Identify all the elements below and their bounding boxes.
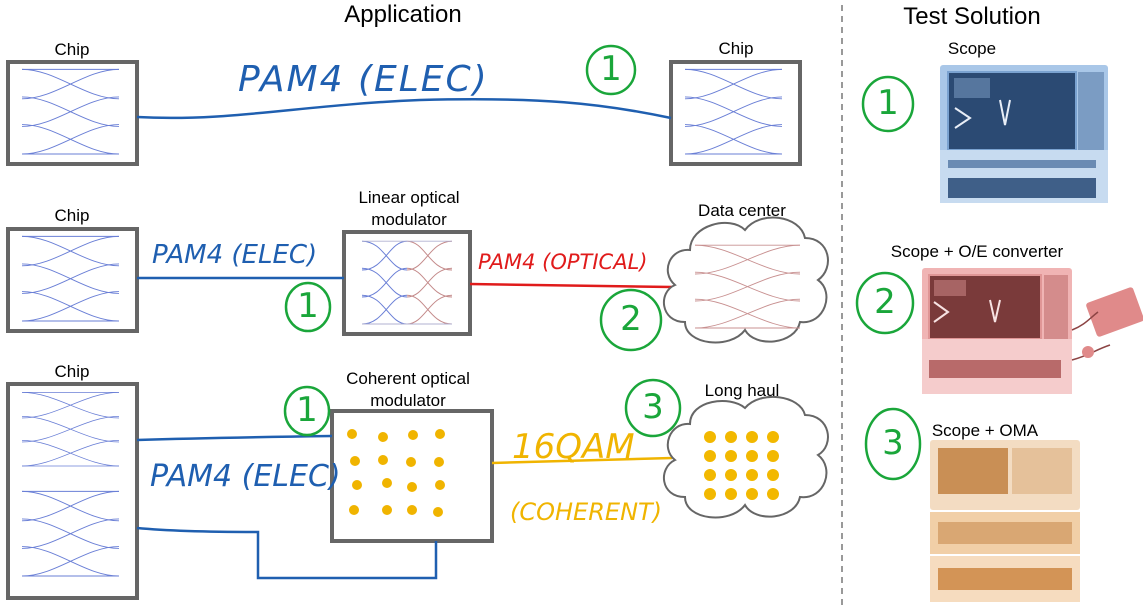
long-haul-cloud (662, 395, 829, 519)
pam4-optical-label: PAM4 (OPTICAL) (478, 250, 648, 274)
application-header: Application (344, 1, 462, 28)
number-1-top: 1 (600, 49, 622, 89)
chip-4-box (6, 382, 139, 600)
chip-1-box (6, 60, 139, 166)
ts-number-circle-2 (855, 271, 915, 335)
ts-number-1: 1 (877, 83, 899, 123)
scope-label: Scope (947, 39, 997, 58)
chip-3-box (6, 227, 139, 333)
pam4-elec-link-3 (136, 434, 333, 442)
coherent-link (491, 456, 673, 465)
ts-number-2: 2 (874, 282, 896, 322)
long-haul-label: Long haul (704, 381, 780, 400)
number-circle-mid-2 (599, 288, 663, 352)
data-center-cloud (662, 216, 829, 344)
pam4-elec-link-1 (136, 98, 672, 120)
ts-number-3: 3 (882, 423, 904, 463)
ts-number-circle-3 (864, 407, 922, 481)
number-2-mid: 2 (620, 299, 642, 339)
scope-oma-instrument-image (930, 440, 1080, 602)
number-circle-mid-1 (284, 281, 332, 333)
pam4-elec-label-2: PAM4 (ELEC) (152, 240, 318, 270)
coherent-modulator-label-2: modulator (370, 391, 446, 410)
data-center-label: Data center (698, 201, 786, 220)
number-1-mid: 1 (297, 286, 319, 326)
pam4-elec-return-link (136, 526, 438, 580)
chip-2-box (669, 60, 802, 166)
linear-modulator-box (342, 230, 472, 336)
coherent-modulator-label-1: Coherent optical (346, 369, 470, 388)
chip-4-label: Chip (54, 362, 90, 381)
scope-instrument-image (940, 65, 1108, 203)
pam4-elec-label-3: PAM4 (ELEC) (150, 459, 341, 494)
chip-3-label: Chip (54, 206, 90, 225)
number-circle-bot-1 (283, 385, 331, 437)
coherent-modulator-box (330, 409, 494, 543)
coherent-label: (COHERENT) (510, 498, 663, 526)
test-solution-header: Test Solution (903, 3, 1041, 30)
chip-1-label: Chip (54, 40, 90, 59)
scope-oe-instrument-image (922, 268, 1143, 394)
number-circle-bot-3 (624, 378, 682, 438)
linear-modulator-label-1: Linear optical (358, 188, 460, 207)
number-1-bot: 1 (296, 390, 318, 430)
scope-oma-label: Scope + OMA (931, 421, 1039, 440)
ts-number-circle-1 (861, 75, 915, 133)
qam-label: 16QAM (512, 427, 635, 467)
pam4-optical-link (469, 282, 673, 289)
linear-modulator-label-2: modulator (371, 210, 447, 229)
number-circle-top (585, 44, 637, 96)
chip-2-label: Chip (718, 39, 754, 58)
number-3-bot: 3 (642, 387, 664, 427)
pam4-elec-label-1: PAM4 (ELEC) (238, 59, 489, 100)
scope-oe-label: Scope + O/E converter (890, 242, 1064, 261)
